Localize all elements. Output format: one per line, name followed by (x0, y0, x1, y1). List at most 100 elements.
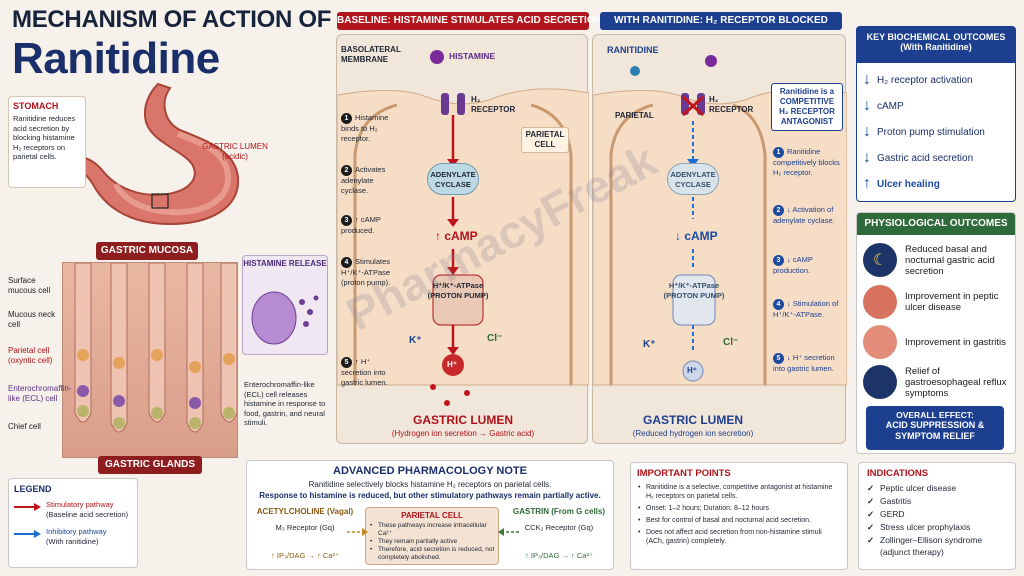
gastrin-effect: ↑ IP₃/DAG → ↑ Ca²⁺ (525, 551, 593, 560)
ach-arrow-icon (347, 528, 368, 536)
label-ecl: Enterochromaffin-like (ECL) cell (8, 384, 72, 403)
indication-5: Zollinger–Ellison syndrome (867, 534, 1007, 547)
stomach-lining-icon (863, 325, 897, 359)
adenylate-cyclase-blocked-node: ADENYLATE CYCLASE (667, 163, 719, 195)
ranitidine-lumen-sub: (Reduced hydrogen ion secretion) (632, 429, 754, 438)
esophagus-icon (863, 365, 897, 399)
ach-effect: ↑ IP₃/DAG → ↑ Ca²⁺ (271, 551, 339, 560)
indications-heading: INDICATIONS (867, 468, 929, 479)
key-outcomes-header: KEY BIOCHEMICAL OUTCOMES (With Ranitidin… (857, 27, 1015, 63)
indication-1: Peptic ulcer disease (867, 482, 1007, 495)
legend-box: LEGEND Stimulatory pathway(Baseline acid… (8, 478, 138, 568)
up-arrow-icon: ↑ (863, 175, 871, 192)
ranitidine-step-3-text: ↓ cAMP production. (773, 255, 813, 275)
physiological-header: PHYSIOLOGICAL OUTCOMES (857, 213, 1015, 235)
label-mucous-neck: Mucous neck cell (8, 310, 56, 329)
indication-5-note: (adjunct therapy) (880, 547, 944, 557)
h2-receptor-blocked-label: H₂ RECEPTOR (709, 95, 754, 114)
ranitidine-panel: RANITIDINE PARIETAL H₂ RECEPTOR Ranitidi… (592, 34, 847, 444)
outcome-2: ↓ cAMP (857, 97, 1015, 115)
moon-icon: ☾ (863, 243, 897, 277)
key-outcomes-subtitle: (With Ranitidine) (900, 42, 972, 52)
phys-item-3-text: Improvement in gastritis (905, 336, 1006, 348)
label-chief: Chief cell (8, 422, 41, 431)
ranitidine-diagram (593, 55, 847, 386)
baseline-lumen: GASTRIC LUMEN (413, 413, 513, 427)
gastrin-receptor: CCK₂ Receptor (Gq) (524, 523, 594, 532)
proton-pump-node: H⁺/K⁺-ATPase (PROTON PUMP) (427, 281, 489, 300)
legend-inhibitory-sub: (With ranitidine) (46, 536, 99, 546)
down-arrow-icon: ↓ (863, 97, 871, 114)
advanced-heading: ADVANCED PHARMACOLOGY NOTE (333, 465, 527, 477)
outcome-2-text: cAMP (877, 100, 904, 112)
indication-2: Gastritis (867, 495, 1007, 508)
parietal-cell-note: PARIETAL CELL These pathways increase in… (365, 507, 499, 565)
phys-item-1: ☾Reduced basal and nocturnal gastric aci… (863, 243, 1013, 277)
camp-blocked-node: ↓ cAMP (675, 229, 718, 243)
baseline-step-3: 3↑ cAMP produced. (341, 215, 381, 235)
legend-stimulatory-sub: (Baseline acid secretion) (46, 509, 129, 519)
phys-item-4-text: Relief of gastroesophageal reflux sympto… (905, 365, 1007, 399)
mucosa-heading: GASTRIC MUCOSA (96, 242, 198, 260)
important-points-box: IMPORTANT POINTS Ranitidine is a selecti… (630, 462, 848, 570)
legend-stimulatory: Stimulatory pathway(Baseline acid secret… (14, 500, 132, 519)
glands-heading: GASTRIC GLANDS (98, 456, 202, 474)
baseline-step-2-text: Activates adenylate cyclase. (341, 165, 386, 195)
baseline-step-4-text: Stimulates H⁺/K⁺-ATPase (proton pump). (341, 257, 391, 287)
ranitidine-step-2-text: ↓ Activation of adenylate cyclase. (773, 205, 835, 225)
overall-effect-box: OVERALL EFFECT: ACID SUPPRESSION & SYMPT… (866, 406, 1004, 450)
indication-4: Stress ulcer prophylaxis (867, 521, 1007, 534)
stomach-heading: STOMACH (13, 101, 59, 111)
legend-stimulatory-name: Stimulatory pathway (46, 500, 114, 509)
h-ion: H⁺ (447, 360, 457, 369)
parietal-label: PARIETAL (615, 111, 654, 120)
ach-title: ACETYLCHOLINE (Vagal) (256, 507, 354, 516)
down-arrow-icon: ↓ (863, 123, 871, 140)
overall-effect-text: ACID SUPPRESSION & SYMPTOM RELIEF (885, 420, 985, 441)
legend-heading: LEGEND (14, 484, 52, 494)
stomach-text: Ranitidine reduces acid secretion by blo… (13, 114, 76, 161)
legend-inhibitory-name: Inhibitory pathway (46, 527, 107, 536)
histamine-label: HISTAMINE (449, 51, 496, 61)
legend-inhibitory: Inhibitory pathway(With ranitidine) (14, 527, 132, 546)
advanced-line2: Response to histamine is reduced, but ot… (259, 491, 601, 500)
ecl-cell-icon (251, 291, 319, 345)
phys-item-1-text: Reduced basal and nocturnal gastric acid… (905, 243, 995, 277)
gastric-glands-illustration (62, 262, 238, 458)
cell-point-3: Therefore, acid secretion is reduced, no… (369, 546, 495, 562)
outcome-4-text: Gastric acid secretion (877, 152, 974, 164)
baseline-step-1-text: Histamine binds to H₂ receptor. (341, 113, 389, 143)
histamine-release-box: HISTAMINE RELEASE (242, 255, 328, 355)
ranitidine-step-3: 3↓ cAMP production. (773, 255, 813, 275)
gastrin-arrow-icon (498, 528, 519, 536)
h2-receptor-label: H₂ RECEPTOR (471, 95, 516, 114)
gastrin-title: GASTRIN (From G cells) (512, 507, 605, 516)
baseline-panel: BASOLATERAL MEMBRANE HISTAMINE H₂ RECEPT… (336, 34, 589, 444)
lumen-sub: (acidic) (222, 152, 248, 161)
parietal-cell-note-title: PARIETAL CELL (401, 511, 463, 520)
outcome-1-text: H₂ receptor activation (877, 74, 973, 86)
ranitidine-header: WITH RANITIDINE: H₂ RECEPTOR BLOCKED (600, 12, 842, 30)
histamine-release-text: Enterochromaffin-like (ECL) cell release… (244, 380, 326, 427)
proton-pump-blocked-node: H⁺/K⁺-ATPase (PROTON PUMP) (663, 281, 725, 300)
down-arrow-icon: ↓ (863, 149, 871, 166)
important-heading: IMPORTANT POINTS (637, 468, 731, 479)
outcome-3-text: Proton pump stimulation (877, 126, 985, 138)
k-ion: K⁺ (409, 335, 422, 346)
outcome-5-text: Ulcer healing (877, 178, 940, 190)
baseline-step-5: 5↑ H⁺ secretion into gastric lumen. (341, 357, 388, 387)
baseline-header: BASELINE: HISTAMINE STIMULATES ACID SECR… (337, 12, 602, 30)
cl-ion: Cl⁻ (487, 333, 503, 344)
outcome-5: ↑ Ulcer healing (857, 175, 1015, 193)
key-outcomes-box: KEY BIOCHEMICAL OUTCOMES (With Ranitidin… (856, 26, 1016, 202)
phys-item-2-text: Improvement in peptic ulcer disease (905, 291, 999, 313)
cell-point-1: These pathways increase intracellular Ca… (369, 522, 495, 538)
k-ion-blocked: K⁺ (643, 339, 656, 350)
parietal-cell-label: PARIETAL CELL (521, 127, 569, 153)
phys-item-3: Improvement in gastritis (863, 325, 1013, 359)
basolateral-label: BASOLATERAL MEMBRANE (341, 45, 401, 64)
